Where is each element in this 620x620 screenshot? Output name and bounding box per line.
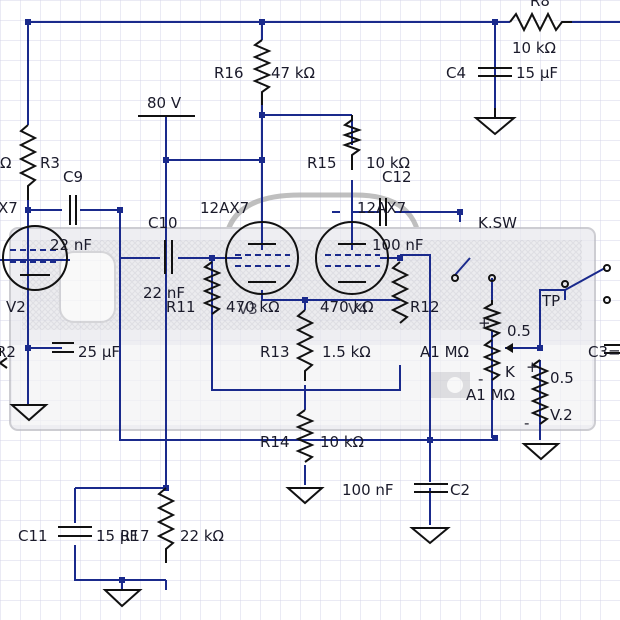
pot1-pin: K (505, 363, 516, 381)
resistor-r12 (390, 261, 410, 324)
cap-left-value: 25 µF (78, 343, 120, 361)
x7-left-ref: X7 (0, 199, 18, 217)
r15-value: 10 kΩ (366, 154, 410, 172)
r11-value: 470 kΩ (226, 298, 280, 316)
resistor-r14 (295, 409, 315, 463)
r16-value: 47 kΩ (271, 64, 315, 82)
r11-ref: R11 (166, 298, 196, 316)
resistor-r15 (342, 115, 362, 170)
tube-v3 (225, 221, 299, 295)
junction-nodes (25, 19, 543, 583)
pot2-label2: V.2 (550, 406, 573, 424)
tube-v4 (315, 221, 389, 295)
r12-ref: R12 (410, 298, 440, 316)
pot2-ref: A1 MΩ (466, 386, 515, 404)
r3-ref: R3 (40, 154, 60, 172)
pot1-ref: A1 MΩ (420, 343, 469, 361)
v2-ref: V2 (6, 298, 26, 316)
v4-overlap-ref: V4 (348, 300, 368, 318)
pot1-value: 0.5 (507, 322, 531, 340)
c4-value: 15 µF (516, 64, 558, 82)
r14-ref: R14 (260, 433, 290, 451)
c10-value: 22 nF (143, 284, 185, 302)
r15-ref: R15 (307, 154, 337, 172)
resistor-r11 (202, 261, 222, 315)
resistor-r16 (252, 39, 272, 105)
capacitor-c11 (58, 526, 92, 537)
r12-value: 470 kΩ (320, 298, 374, 316)
r3-value-fragment: Ω (0, 154, 11, 172)
potentiometer-1 (482, 300, 530, 381)
ground-symbol-c11 (102, 589, 143, 608)
c11-ref: C11 (18, 527, 48, 545)
resistor-r3 (18, 124, 38, 200)
capacitor-c2 (414, 483, 448, 493)
supply-voltage-label: 80 V (147, 94, 182, 112)
resistor-r8 (509, 11, 572, 33)
c2-ref: C2 (450, 481, 470, 499)
ground-symbol-c4 (473, 108, 517, 136)
ground-symbol-left (9, 404, 49, 422)
r14-value: 10 kΩ (320, 433, 364, 451)
pot2-minus: - (524, 414, 529, 432)
cap-left-ref: R2 (0, 343, 16, 361)
r8-value: 10 kΩ (512, 39, 556, 57)
capacitor-c4 (478, 67, 512, 77)
r13-value: 1.5 kΩ (322, 343, 371, 361)
r8-ref: R8 (530, 0, 550, 10)
pot1-plus: + (478, 314, 491, 332)
left-cap-value: 22 nF (50, 236, 92, 254)
resistor-r17 (156, 487, 176, 563)
capacitor-c12 (379, 198, 387, 226)
r17-ref: R17 (120, 527, 150, 545)
capacitor-c3 (604, 344, 620, 354)
tp-switch (561, 264, 611, 304)
c4-ref: C4 (446, 64, 466, 82)
capacitor-left-25uf (52, 342, 74, 353)
capacitor-c9 (69, 195, 77, 225)
c10-ref: C10 (148, 214, 178, 232)
resistor-r13 (295, 309, 315, 381)
ground-symbol-c2 (409, 527, 451, 545)
tube-v2 (2, 225, 68, 291)
v4-type: 12AX7 (357, 199, 406, 217)
r16-ref: R16 (214, 64, 244, 82)
kick-switch (451, 274, 496, 282)
c12-ref: C12 (382, 168, 412, 186)
pot2-plus: + (526, 358, 539, 376)
r13-ref: R13 (260, 343, 290, 361)
v3-overlap-ref: V3 (238, 300, 258, 318)
potentiometer-2 (530, 359, 550, 425)
c2-value: 100 nF (342, 481, 394, 499)
c12-value: 100 nF (372, 236, 424, 254)
amplifier-photo (9, 192, 596, 431)
c3-ref: C3= (588, 343, 620, 361)
c9-ref: C9 (63, 168, 83, 186)
pot1-minus: - (478, 370, 483, 388)
v3-type: 12AX7 (200, 199, 249, 217)
tp-label: TP (541, 292, 560, 310)
resistor-left-bottom (0, 348, 8, 369)
capacitor-c10 (164, 240, 173, 274)
pot2-value: 0.5 (550, 369, 574, 387)
r17-value: 22 kΩ (180, 527, 224, 545)
ground-symbol-r14 (285, 487, 325, 505)
ground-symbol-pot2 (521, 443, 561, 461)
c11-value: 15 µF (96, 527, 138, 545)
ksw-label: K.SW (478, 214, 517, 232)
